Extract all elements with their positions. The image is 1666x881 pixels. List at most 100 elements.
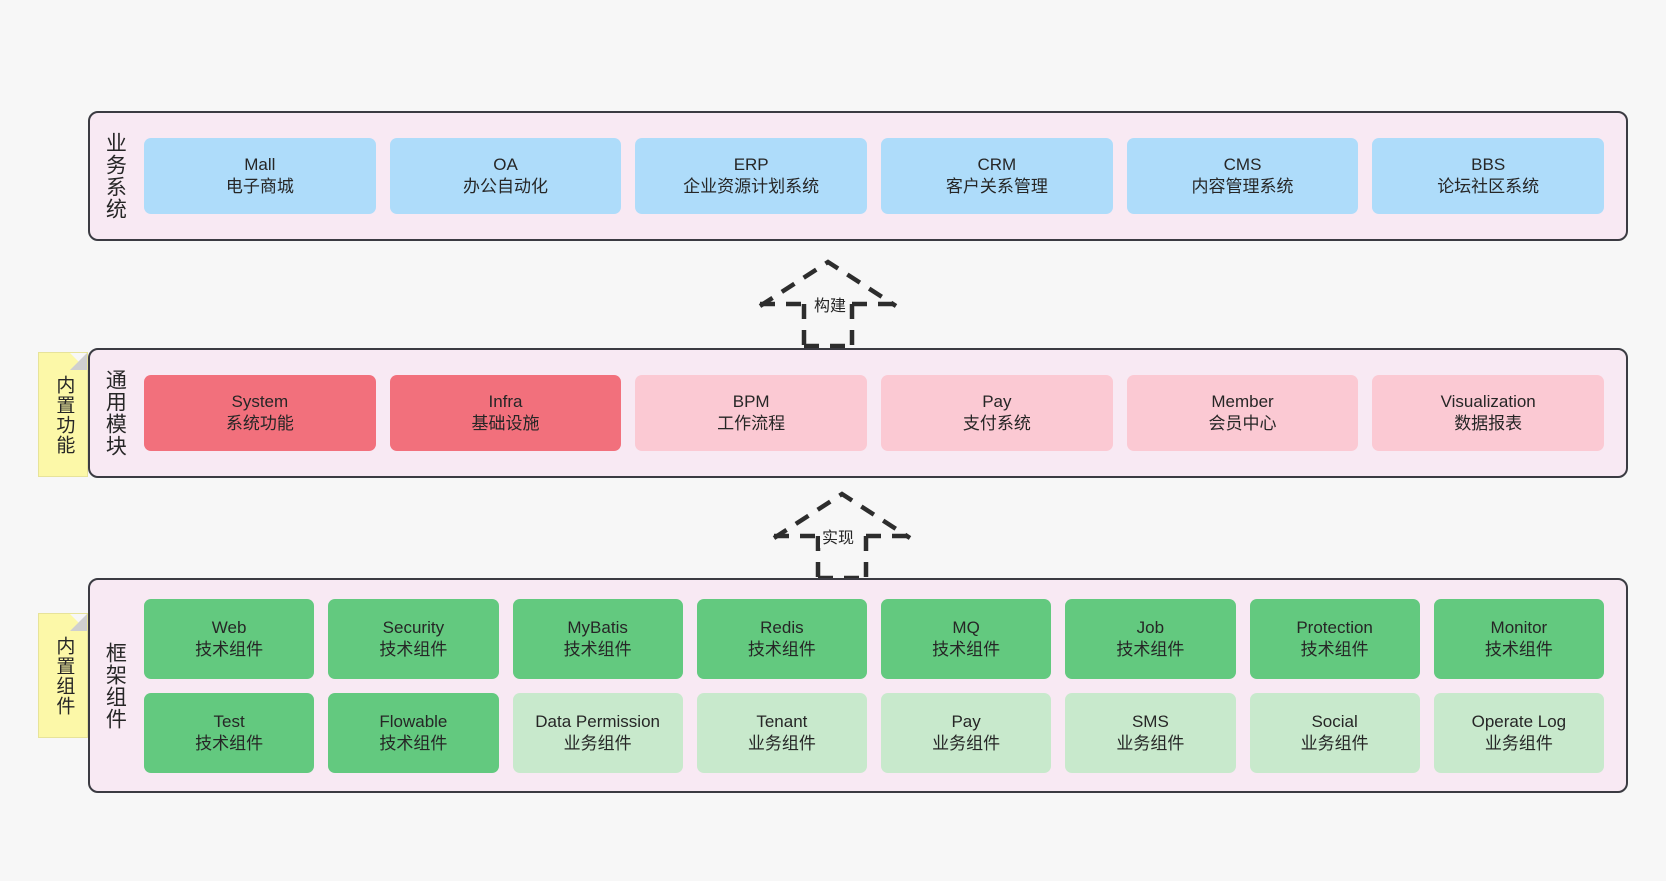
node-web[interactable]: Web 技术组件 xyxy=(144,598,315,679)
node-title: System xyxy=(231,392,289,412)
node-protection[interactable]: Protection 技术组件 xyxy=(1249,598,1420,679)
arrow-build-label: 构建 xyxy=(812,292,849,316)
panel-framework-component: 框架组件 Web 技术组件 Security 技术组件 MyBatis 技术组件… xyxy=(88,578,1628,793)
node-subtitle: 业务组件 xyxy=(747,733,816,753)
node-job[interactable]: Job 技术组件 xyxy=(1065,598,1236,679)
note-text: 内置组件 xyxy=(53,635,75,716)
node-subtitle: 会员中心 xyxy=(1208,414,1277,433)
node-title: Visualization xyxy=(1440,392,1536,412)
node-security[interactable]: Security 技术组件 xyxy=(328,598,499,679)
arrow-implement: 实现 xyxy=(766,490,926,581)
node-tenant[interactable]: Tenant 业务组件 xyxy=(696,692,867,773)
node-title: Protection xyxy=(1296,617,1373,637)
node-member[interactable]: Member 会员中心 xyxy=(1126,375,1359,451)
arrow-build: 构建 xyxy=(752,258,912,349)
panel-title-common-module: 通用模块 xyxy=(103,369,127,457)
node-title: Data Permission xyxy=(535,711,660,731)
panel-body-business-system: Mall 电子商城 OA 办公自动化 ERP 企业资源计划系统 CRM 客户关系… xyxy=(138,113,1626,239)
node-subtitle: 基础设施 xyxy=(471,414,540,433)
panel-common-module: 通用模块 System 系统功能 Infra 基础设施 BPM 工作流程 Pay… xyxy=(88,348,1628,478)
node-subtitle: 业务组件 xyxy=(563,733,632,753)
node-subtitle: 技术组件 xyxy=(1300,639,1369,659)
node-pay-business[interactable]: Pay 业务组件 xyxy=(881,692,1052,773)
panel-business-system: 业务系统 Mall 电子商城 OA 办公自动化 ERP 企业资源计划系统 CRM… xyxy=(88,111,1628,241)
node-subtitle: 技术组件 xyxy=(379,733,448,753)
node-title: Monitor xyxy=(1490,617,1548,637)
node-data-permission[interactable]: Data Permission 业务组件 xyxy=(512,692,683,773)
node-mybatis[interactable]: MyBatis 技术组件 xyxy=(512,598,683,679)
node-crm[interactable]: CRM 客户关系管理 xyxy=(881,138,1113,214)
node-title: CRM xyxy=(977,155,1017,175)
panel-title-framework-component: 框架组件 xyxy=(103,641,127,730)
node-subtitle: 业务组件 xyxy=(932,733,1001,753)
node-subtitle: 系统功能 xyxy=(225,414,294,433)
node-erp[interactable]: ERP 企业资源计划系统 xyxy=(635,138,868,214)
node-subtitle: 论坛社区系统 xyxy=(1437,177,1540,196)
node-title: Test xyxy=(213,711,245,731)
node-subtitle: 业务组件 xyxy=(1484,733,1553,753)
node-infra[interactable]: Infra 基础设施 xyxy=(389,375,622,451)
node-title: Security xyxy=(382,617,445,637)
node-test[interactable]: Test 技术组件 xyxy=(144,692,315,773)
node-sms[interactable]: SMS 业务组件 xyxy=(1065,692,1236,773)
node-subtitle: 技术组件 xyxy=(379,639,448,659)
node-redis[interactable]: Redis 技术组件 xyxy=(696,598,867,679)
node-title: MQ xyxy=(952,617,980,637)
node-title: Pay xyxy=(951,711,981,731)
node-subtitle: 技术组件 xyxy=(1484,639,1553,659)
panel-row: System 系统功能 Infra 基础设施 BPM 工作流程 Pay 支付系统… xyxy=(144,375,1605,451)
node-title: Social xyxy=(1311,711,1358,731)
panel-body-common-module: System 系统功能 Infra 基础设施 BPM 工作流程 Pay 支付系统… xyxy=(138,350,1626,476)
node-operate-log[interactable]: Operate Log 业务组件 xyxy=(1433,692,1604,773)
node-title: Operate Log xyxy=(1471,711,1567,731)
node-title: OA xyxy=(493,155,518,175)
node-subtitle: 内容管理系统 xyxy=(1191,177,1294,196)
note-text: 内置功能 xyxy=(53,374,75,455)
node-subtitle: 支付系统 xyxy=(962,414,1031,433)
node-subtitle: 技术组件 xyxy=(932,639,1001,659)
node-title: Flowable xyxy=(379,711,448,731)
node-subtitle: 办公自动化 xyxy=(463,177,548,196)
node-flowable[interactable]: Flowable 技术组件 xyxy=(328,692,499,773)
node-mq[interactable]: MQ 技术组件 xyxy=(881,598,1052,679)
node-subtitle: 业务组件 xyxy=(1116,733,1185,753)
node-cms[interactable]: CMS 内容管理系统 xyxy=(1126,138,1359,214)
node-title: CMS xyxy=(1223,155,1262,175)
node-title: BPM xyxy=(732,392,770,412)
node-subtitle: 技术组件 xyxy=(195,733,264,753)
node-title: ERP xyxy=(733,155,769,175)
node-bpm[interactable]: BPM 工作流程 xyxy=(635,375,868,451)
node-title: BBS xyxy=(1471,155,1506,175)
node-subtitle: 工作流程 xyxy=(717,414,786,433)
node-title: Infra xyxy=(488,392,523,412)
panel-row: Web 技术组件 Security 技术组件 MyBatis 技术组件 Redi… xyxy=(144,598,1604,679)
node-bbs[interactable]: BBS 论坛社区系统 xyxy=(1372,138,1605,214)
node-title: Web xyxy=(211,617,247,637)
panel-title-business-system: 业务系统 xyxy=(103,132,127,220)
node-title: Member xyxy=(1211,392,1274,412)
node-oa[interactable]: OA 办公自动化 xyxy=(389,138,622,214)
node-title: Pay xyxy=(982,392,1012,412)
node-system[interactable]: System 系统功能 xyxy=(144,375,376,451)
node-monitor[interactable]: Monitor 技术组件 xyxy=(1433,598,1604,679)
node-subtitle: 企业资源计划系统 xyxy=(683,177,820,196)
node-subtitle: 数据报表 xyxy=(1454,414,1523,433)
node-title: Job xyxy=(1136,617,1165,637)
node-subtitle: 客户关系管理 xyxy=(945,177,1048,196)
node-subtitle: 技术组件 xyxy=(747,639,816,659)
arrow-implement-label: 实现 xyxy=(820,524,857,548)
note-builtin-component: 内置组件 xyxy=(38,613,88,738)
node-visualization[interactable]: Visualization 数据报表 xyxy=(1372,375,1605,451)
panel-row: Test 技术组件 Flowable 技术组件 Data Permission … xyxy=(144,692,1604,773)
node-subtitle: 业务组件 xyxy=(1300,733,1369,753)
node-title: Redis xyxy=(760,617,804,637)
node-pay[interactable]: Pay 支付系统 xyxy=(881,375,1113,451)
node-title: Tenant xyxy=(756,711,808,731)
node-title: SMS xyxy=(1131,711,1169,731)
node-subtitle: 技术组件 xyxy=(563,639,632,659)
node-subtitle: 技术组件 xyxy=(195,639,264,659)
node-mall[interactable]: Mall 电子商城 xyxy=(144,138,376,214)
node-subtitle: 电子商城 xyxy=(225,177,294,196)
node-social[interactable]: Social 业务组件 xyxy=(1249,692,1420,773)
